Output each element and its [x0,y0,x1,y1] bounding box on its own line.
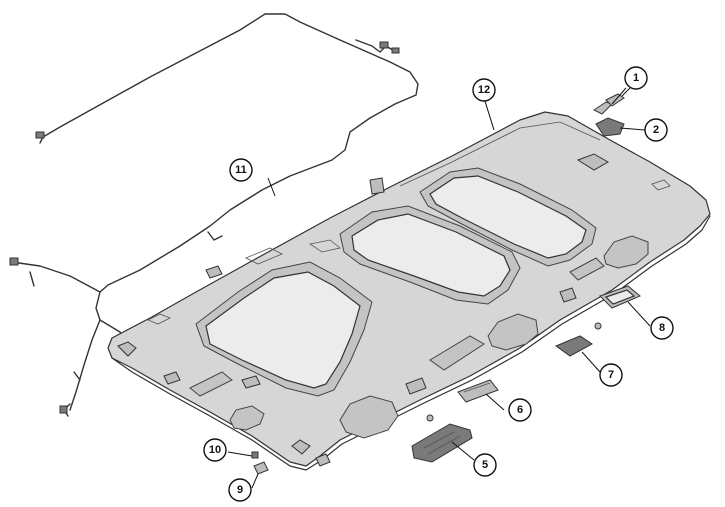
callout-9: 9 [228,478,252,502]
svg-text:10: 10 [209,444,221,456]
reading-lamp-part-7 [554,322,602,357]
callout-2: 2 [644,118,668,142]
svg-text:12: 12 [478,84,490,96]
callout-11: 11 [229,158,253,182]
bracket-part-2 [595,117,625,137]
fastener-part-10 [251,451,259,459]
svg-text:2: 2 [653,124,659,136]
callout-7: 7 [599,363,623,387]
svg-text:11: 11 [235,164,247,176]
callout-6: 6 [508,398,532,422]
clip-part-1 [593,93,625,115]
callout-12: 12 [472,78,496,102]
svg-text:8: 8 [659,322,665,334]
callout-5: 5 [473,453,497,477]
leader-lines [227,87,651,489]
dome-lamp-part-5 [411,414,473,463]
svg-text:1: 1 [633,72,639,84]
wiring-harness [9,13,419,417]
bezel-part-6 [457,379,499,403]
svg-text:6: 6 [517,404,523,416]
callout-10: 10 [203,438,227,462]
callout-1: 1 [624,66,648,90]
svg-text:7: 7 [608,369,614,381]
svg-text:5: 5 [482,459,488,471]
fastener-part-9 [253,461,269,475]
frame-part-8 [599,285,641,309]
callout-8: 8 [650,316,674,340]
svg-text:9: 9 [237,484,243,496]
headliner-panel [107,111,711,471]
